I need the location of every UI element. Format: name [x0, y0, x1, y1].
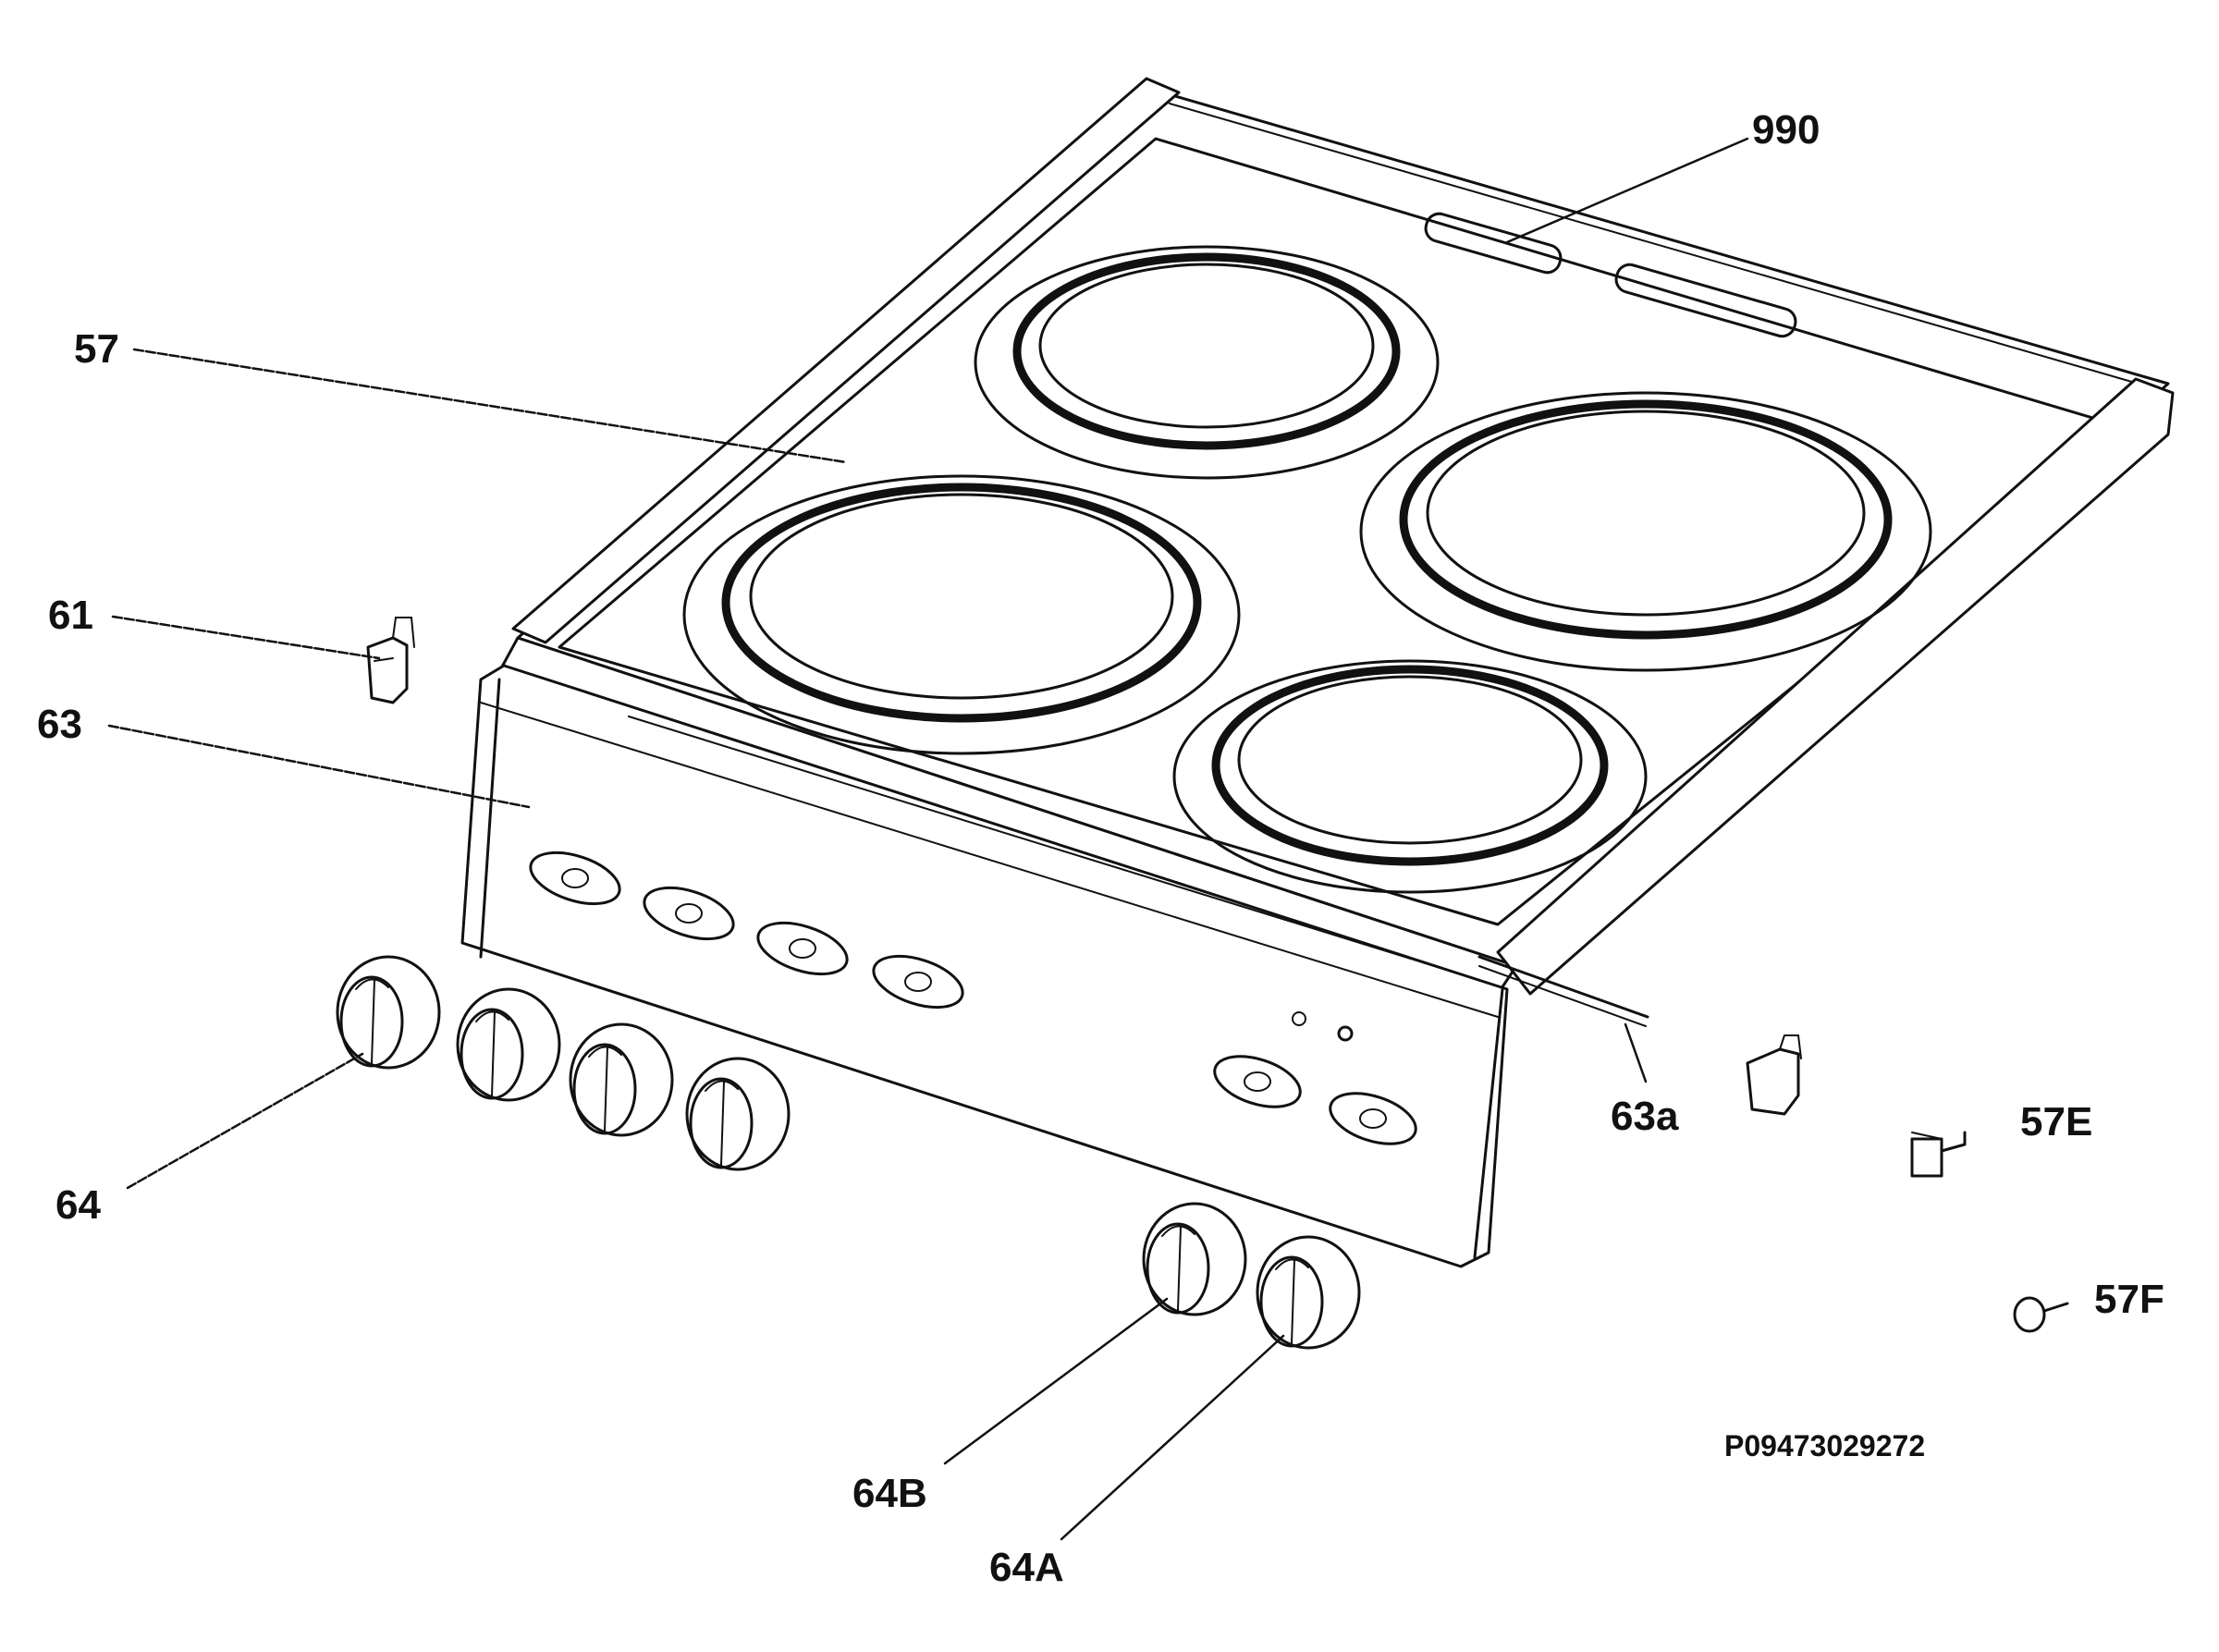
knob-2 [456, 987, 561, 1102]
panel-knob-bezels [529, 850, 1417, 1145]
knob-64A [1256, 1235, 1361, 1350]
cooktop-left-rail [511, 77, 1181, 644]
panel-face [460, 664, 1509, 1268]
leader-990 [1505, 137, 1749, 244]
leader-57 [132, 348, 848, 464]
panel-groove [628, 716, 1480, 981]
label-57E: 57E [2020, 1099, 2092, 1144]
leader-64A [1060, 1334, 1285, 1541]
knob-bezel-6 [1329, 1092, 1417, 1145]
knob-4 [685, 1057, 791, 1171]
cooktop-right-rail [1496, 377, 2175, 996]
label-63a: 63a [1611, 1094, 1679, 1139]
clip-57F [2013, 1296, 2069, 1333]
knob-bezel-2 [643, 886, 735, 941]
knob-bezel-5 [1213, 1055, 1302, 1108]
label-64B: 64B [852, 1471, 927, 1516]
leader-63 [107, 724, 531, 809]
rear-vent-slot-2 [1614, 263, 1797, 338]
leader-lines [107, 137, 1749, 1541]
leader-63a [1624, 1022, 1648, 1083]
cooktop-rim-back [1169, 103, 2155, 389]
part-labels: 57 990 61 63 63a 64 64B 64A 57E 57F P094… [37, 107, 2164, 1590]
cooktop-assembly [488, 77, 2175, 996]
hotplate-rear-right [1359, 391, 1932, 672]
panel-right-edge [1473, 987, 1504, 1259]
knob-3 [569, 1022, 674, 1137]
indicator-light-1 [1292, 1011, 1306, 1026]
knob-bezel-4 [872, 954, 964, 1010]
knob-1 [336, 955, 441, 1070]
front-control-panel [460, 664, 1509, 1268]
side-clip-left [366, 617, 415, 704]
label-64A: 64A [989, 1545, 1064, 1590]
hotplate-rear-left [974, 245, 1440, 480]
panel-top-edge [480, 702, 1499, 1018]
drawing-code: P09473029272 [1724, 1429, 1925, 1462]
rear-vent-slot-1 [1424, 212, 1563, 275]
leader-64 [126, 1052, 364, 1190]
leader-61 [111, 615, 381, 660]
hotplate-front-right [1172, 659, 1648, 894]
indicator-light-2 [1337, 1025, 1354, 1042]
label-63: 63 [37, 702, 82, 747]
panel-left-edge [479, 678, 501, 959]
leader-64B [943, 1297, 1169, 1465]
knob-bezel-3 [756, 921, 849, 976]
label-990: 990 [1752, 107, 1820, 153]
hotplate-front-left [682, 474, 1241, 755]
label-61: 61 [48, 593, 93, 638]
knobs-left-group [336, 955, 791, 1171]
side-clip-right [1746, 1034, 1802, 1116]
label-57F: 57F [2094, 1277, 2164, 1322]
label-64: 64 [55, 1182, 101, 1228]
knob-64B [1142, 1202, 1247, 1316]
clip-57E [1910, 1131, 1967, 1178]
label-57: 57 [74, 326, 119, 372]
panel-rod [1477, 955, 1649, 1027]
knob-bezel-1 [529, 850, 621, 906]
